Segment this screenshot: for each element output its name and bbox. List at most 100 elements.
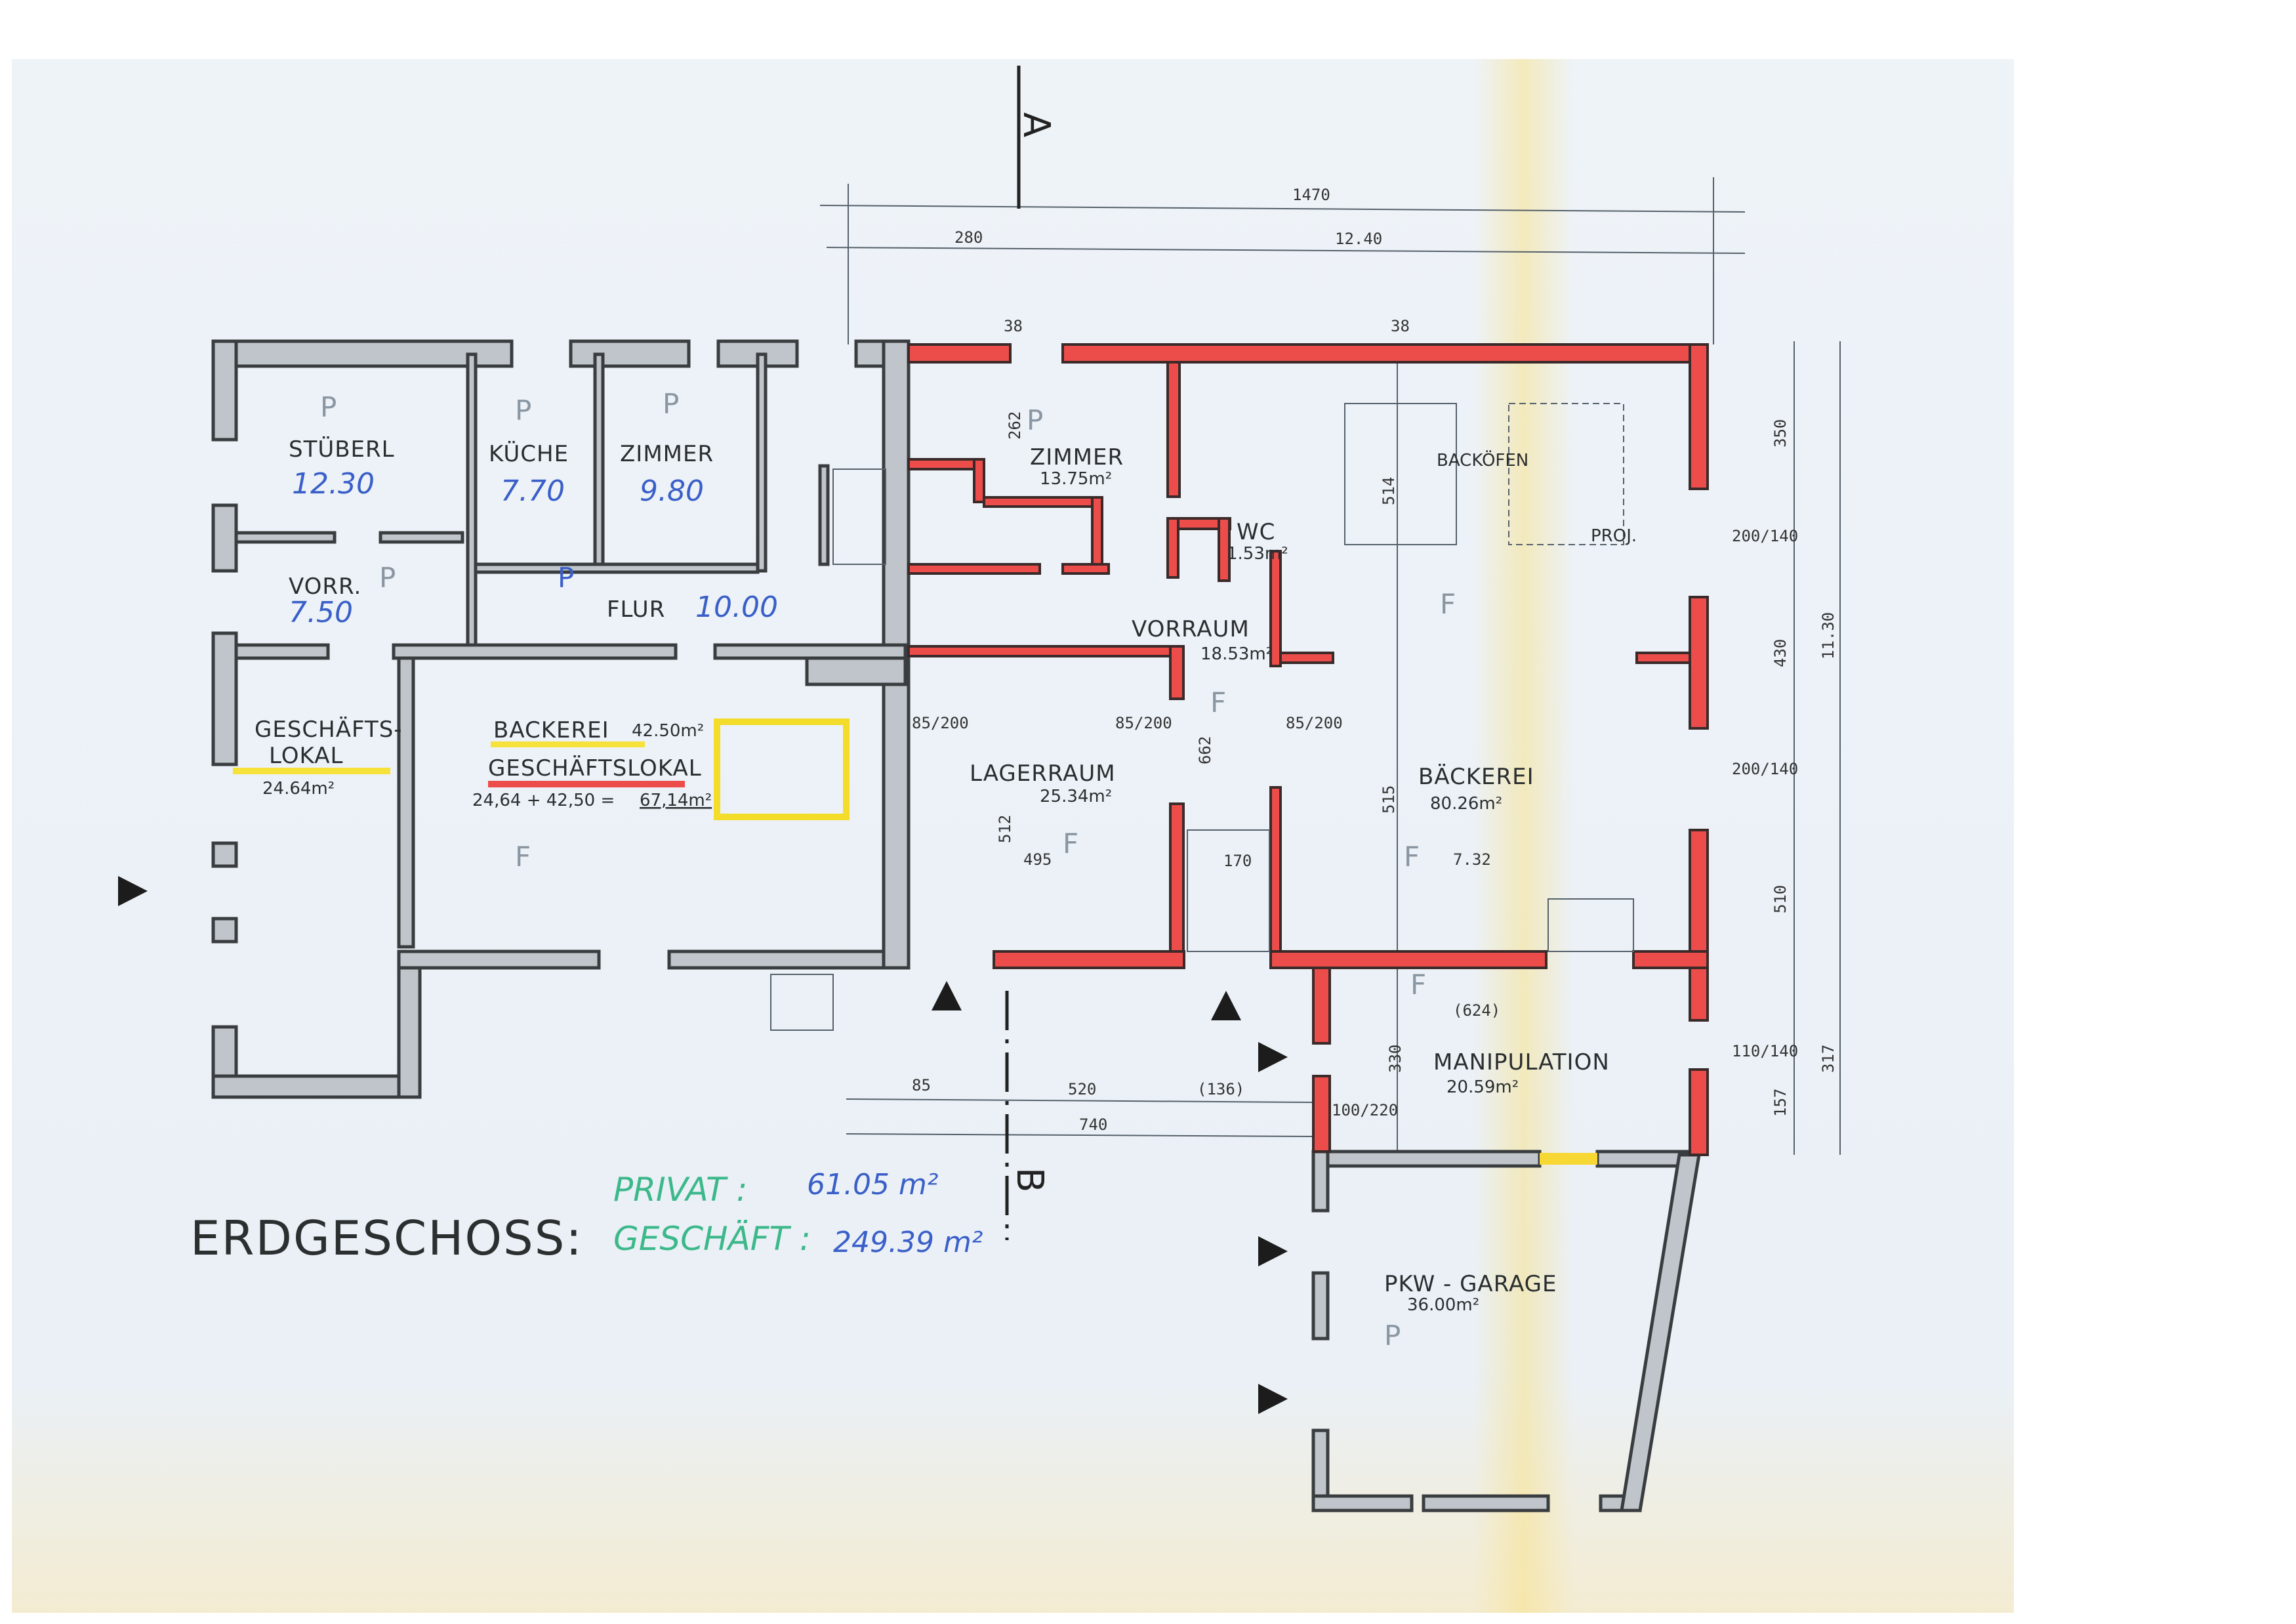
entrance-arrow-icon [1258,1042,1288,1072]
section-marker-a: A [1015,112,1057,137]
summary-business-label: GESCHÄFT : [613,1220,811,1258]
entrance-arrow-icon [1258,1384,1288,1414]
highlight-underline [491,741,645,747]
svg-text:38: 38 [1391,317,1410,335]
room-name-vorr: VORR. [289,573,361,600]
svg-text:515: 515 [1380,785,1398,814]
room-area-garage: 36.00m² [1407,1295,1479,1315]
room-name-zimmer-right: ZIMMER [1030,444,1124,470]
projected-oven-outline [1508,403,1624,545]
staircase-corridor [1187,829,1270,952]
entrance-arrow-icon [932,981,962,1010]
svg-text:350: 350 [1771,419,1790,448]
svg-text:495: 495 [1023,850,1052,869]
highlight-opening [1540,1153,1597,1165]
svg-text:514: 514 [1380,477,1398,505]
combined-label: GESCHÄFTSLOKAL [488,755,702,781]
room-area-geschaeftslokal: 24.64m² [262,779,335,799]
combined-total: 67,14m² [640,791,712,810]
room-name-baeckerei: BÄCKEREI [1418,764,1534,790]
svg-text:(136): (136) [1197,1080,1244,1098]
svg-text:157: 157 [1771,1089,1790,1117]
svg-text:170: 170 [1223,852,1252,870]
svg-text:317: 317 [1819,1045,1837,1073]
svg-text:P: P [663,388,679,420]
svg-text:430: 430 [1771,639,1790,667]
svg-text:P: P [1384,1320,1401,1352]
svg-text:11.30: 11.30 [1819,612,1837,659]
svg-text:85/200: 85/200 [1286,714,1343,732]
room-area-vorraum: 18.53m² [1200,644,1273,664]
room-name-stueberl: STÜBERL [289,436,395,463]
room-labels: STÜBERL 12.30 KÜCHE 7.70 ZIMMER 9.80 VOR… [233,436,1637,1315]
room-name-geschaeftslokal-1: GESCHÄFTS- [255,717,403,743]
fixtures [714,403,1634,1031]
svg-text:85/200: 85/200 [912,714,969,732]
svg-text:F: F [515,841,531,873]
room-name-lagerraum: LAGERRAUM [970,760,1116,787]
new-walls [907,343,1709,1156]
entrance-arrows [118,876,1288,1414]
svg-text:200/140: 200/140 [1732,760,1798,778]
svg-text:662: 662 [1196,736,1214,764]
highlight-box [714,718,850,820]
svg-text:200/140: 200/140 [1732,527,1798,545]
svg-text:7.32: 7.32 [1453,850,1491,869]
room-area-baeckerei: 80.26m² [1430,794,1502,814]
dimension-labels: 1470 280 12.40 38 38 350 200/140 430 200… [912,186,1837,1134]
room-name-zimmer-left: ZIMMER [620,441,714,467]
room-name-geschaeftslokal-2: LOKAL [269,743,343,769]
svg-text:512: 512 [996,815,1014,843]
highlight-underline [488,781,685,787]
summary-private-value: 61.05 m² [807,1168,938,1201]
svg-text:F: F [1063,827,1078,860]
svg-text:P: P [1027,404,1043,436]
svg-text:1470: 1470 [1292,186,1330,204]
paper-sheet [12,59,2014,1613]
svg-text:38: 38 [1004,317,1023,335]
staircase [832,468,886,565]
svg-text:262: 262 [1006,411,1024,440]
room-name-manipulation: MANIPULATION [1433,1049,1610,1075]
oven-outline [1344,403,1457,545]
svg-text:P: P [515,394,531,427]
staircase-bakery [1548,898,1634,952]
svg-text:100/220: 100/220 [1332,1101,1398,1119]
svg-text:740: 740 [1079,1115,1107,1134]
section-marker-b: B [1008,1167,1051,1192]
svg-text:330: 330 [1386,1045,1404,1073]
svg-text:F: F [1404,841,1420,873]
dimension-lines [819,66,1841,1240]
room-area-stueberl: 12.30 [292,467,375,501]
room-name-garage: PKW - GARAGE [1384,1271,1557,1297]
room-name-flur: FLUR [607,596,665,623]
entrance-arrow-icon [1211,991,1241,1020]
floor-markers: P P P P P P P F F F F F F [320,388,1456,1352]
svg-text:(624): (624) [1453,1001,1500,1020]
svg-text:P: P [320,391,337,423]
svg-text:85: 85 [912,1076,931,1094]
staircase-outside [770,974,834,1031]
summary-private-label: PRIVAT : [613,1171,747,1209]
svg-text:110/140: 110/140 [1732,1042,1798,1060]
svg-text:F: F [1440,588,1456,620]
highlight-underline [233,768,390,774]
svg-text:F: F [1210,686,1226,718]
equipment-label-backoefen: BACKÖFEN [1437,449,1528,470]
room-name-vorraum: VORRAUM [1132,616,1250,642]
room-area-zimmer-left: 9.80 [640,474,704,508]
equipment-label-proj: PROJ. [1591,526,1637,546]
room-area-kueche: 7.70 [501,474,565,508]
combined-formula: 24,64 + 42,50 = [472,791,615,810]
room-area-vorr: 7.50 [289,596,353,629]
entrance-arrow-icon [118,876,148,906]
summary-business-value: 249.39 m² [833,1226,983,1259]
room-area-manipulation: 20.59m² [1446,1077,1519,1097]
entrance-arrow-icon [1258,1236,1288,1266]
svg-text:P: P [558,562,574,594]
room-name-kueche: KÜCHE [489,440,569,467]
svg-text:F: F [1410,968,1426,1001]
svg-text:280: 280 [954,228,983,247]
room-area-zimmer-right: 13.75m² [1040,469,1112,489]
